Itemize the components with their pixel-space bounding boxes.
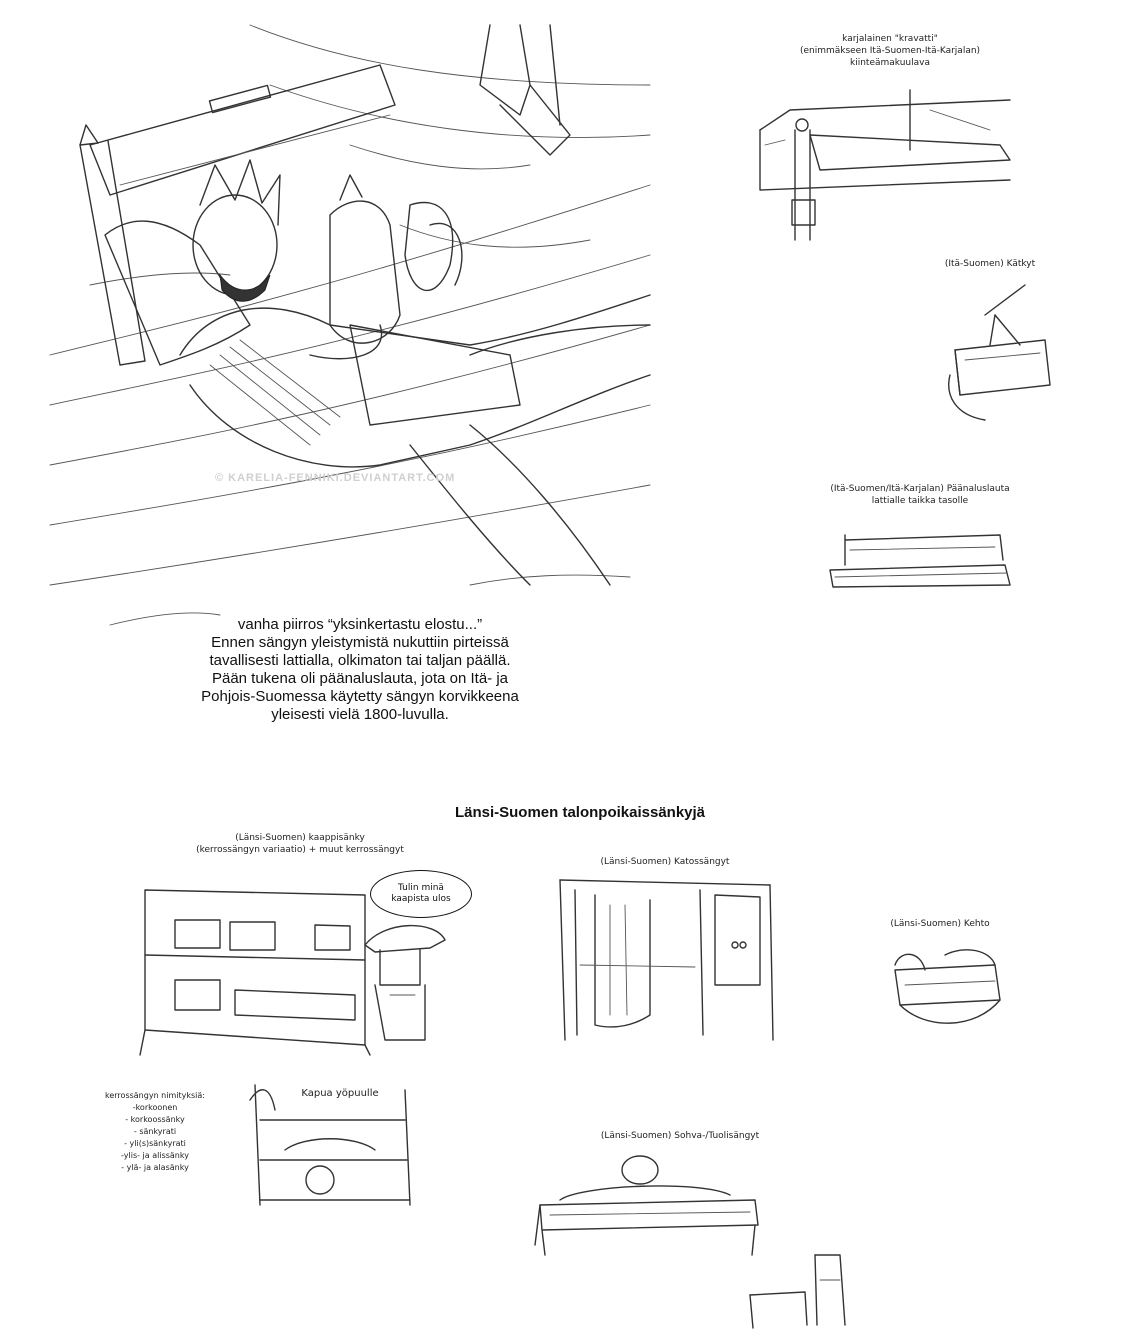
caption-line: yleisesti vielä 1800-luvulla. <box>271 706 449 723</box>
sohva-sketch <box>534 1155 759 1256</box>
speech-bubble: Tulin minä kaapista ulos <box>370 870 472 918</box>
caption-line: (kerrossängyn variaatio) + muut kerrossä… <box>196 845 404 855</box>
caption-line: vanha piirros “yksinkertastu elostu...” <box>237 616 483 633</box>
kapua-caption: Kapua yöpuulle <box>301 1088 379 1099</box>
list-item: -korkoonen <box>132 1103 178 1112</box>
paanaluslauta-caption: (Itä-Suomen/Itä-Karjalan) Päänaluslauta … <box>810 483 1030 507</box>
main-illustration-drawing <box>49 24 651 626</box>
names-list: kerrossängyn nimityksiä: -korkoonen - ko… <box>100 1090 210 1174</box>
kehto-sketch <box>894 949 1001 1024</box>
kravatti-sketch <box>759 89 1011 241</box>
caption-line: (enimmäkseen Itä-Suomen-Itä-Karjalan) <box>799 46 981 56</box>
kravatti-caption: karjalainen "kravatti" (enimmäkseen Itä-… <box>770 33 1010 69</box>
caption-line: Pään tukena oli päänaluslauta, jota on I… <box>211 670 509 687</box>
main-illustration: © KARELIA-FENNIKI.DEVIANTART.COM <box>49 24 651 626</box>
list-item: -ylis- ja alissänky <box>121 1151 189 1160</box>
chair-sketch <box>749 1254 846 1329</box>
main-caption: vanha piirros “yksinkertastu elostu...” … <box>150 616 570 724</box>
kaappisanky-sketch <box>139 889 446 1056</box>
watermark: © KARELIA-FENNIKI.DEVIANTART.COM <box>215 472 456 484</box>
katossangyt-caption: (Länsi-Suomen) Katossängyt <box>600 857 730 867</box>
kapua-sketch <box>249 1084 411 1206</box>
caption-line: kiinteämakuulava <box>850 58 930 68</box>
section-heading: Länsi-Suomen talonpoikaissänkyjä <box>454 804 706 821</box>
list-item: - ylä- ja alasänky <box>121 1163 189 1172</box>
caption-line: (Länsi-Suomen) kaappisänky <box>235 833 365 843</box>
kaappisanky-caption: (Länsi-Suomen) kaappisänky (kerrossängyn… <box>170 832 430 856</box>
caption-line: (Itä-Suomen/Itä-Karjalan) Päänaluslauta <box>830 484 1010 494</box>
list-item: - yli(s)sänkyrati <box>124 1139 186 1148</box>
bubble-line: Tulin minä <box>398 883 444 893</box>
names-list-title: kerrossängyn nimityksiä: <box>105 1091 205 1100</box>
katkyt-sketch <box>948 284 1051 421</box>
bubble-line: kaapista ulos <box>391 894 451 904</box>
caption-line: karjalainen "kravatti" <box>842 34 938 44</box>
list-item: - korkoossänky <box>125 1115 185 1124</box>
caption-line: Ennen sängyn yleistymistä nukuttiin pirt… <box>211 634 509 651</box>
caption-line: tavallisesti lattialla, olkimaton tai ta… <box>209 652 511 669</box>
caption-line: Pohjois-Suomessa käytetty sängyn korvikk… <box>201 688 519 705</box>
list-item: - sänkyrati <box>133 1127 177 1136</box>
caption-line: lattialle taikka tasolle <box>871 496 969 506</box>
kehto-caption: (Länsi-Suomen) Kehto <box>890 919 990 929</box>
katkyt-caption: (Itä-Suomen) Kätkyt <box>944 259 1036 269</box>
speech-bubble-text: Tulin minä kaapista ulos <box>391 883 450 905</box>
sohva-caption: (Länsi-Suomen) Sohva-/Tuolisängyt <box>600 1131 760 1141</box>
katossangyt-sketch <box>559 879 774 1041</box>
paanaluslauta-sketch <box>829 534 1011 588</box>
